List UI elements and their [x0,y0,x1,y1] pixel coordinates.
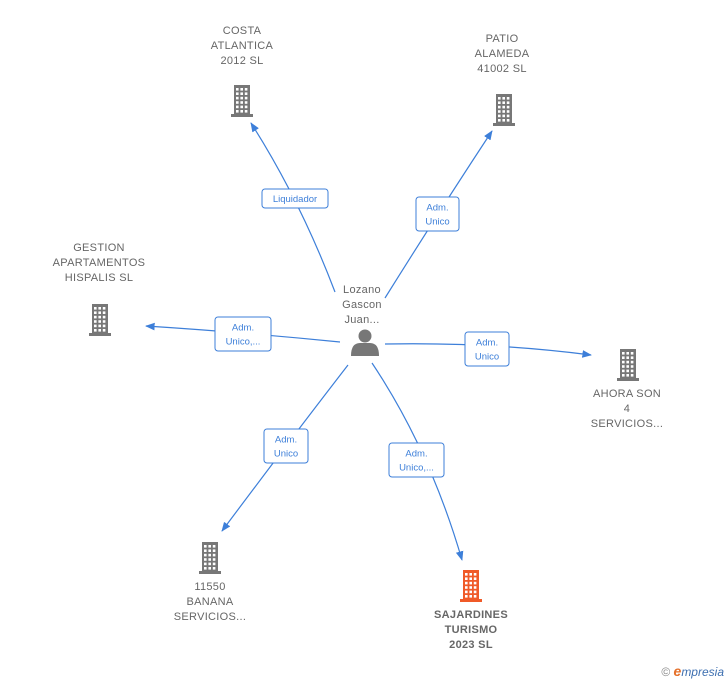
company-node-gestion[interactable]: GESTION APARTAMENTOS HISPALIS SL [53,242,146,336]
node-label-line: BANANA [186,596,233,608]
node-label-line: 2012 SL [220,55,263,67]
node-label-line: TURISMO [445,624,498,636]
company-node-ahora[interactable]: AHORA SON 4SERVICIOS... [591,349,663,430]
node-label-line: APARTAMENTOS [53,257,146,269]
node-label: PATIO ALAMEDA 41002 SL [475,33,530,75]
edge-label-box-patio[interactable] [415,196,460,232]
node-label-line: Lozano [343,284,381,296]
edge-label-text: Unico [274,449,298,460]
company-node-sajardines[interactable]: SAJARDINES TURISMO 2023 SL [434,570,508,651]
building-icon[interactable] [493,94,515,126]
node-label-line: GESTION [73,242,125,254]
edge-label-text: Adm. [232,323,254,334]
edge-label-text: Adm. [275,435,297,446]
node-label: COSTA ATLANTICA 2012 SL [211,25,274,67]
building-icon[interactable] [199,542,221,574]
copyright-symbol: © [661,665,671,679]
edge-label-text: Adm. [426,203,448,214]
edge-label-text: Unico [425,217,449,228]
node-label-line: 2023 SL [449,639,493,651]
edge-costa: Liquidador [250,122,336,293]
building-icon[interactable] [617,349,639,381]
person-node[interactable]: LozanoGasconJuan... [342,284,382,356]
node-label: GESTION APARTAMENTOS HISPALIS SL [53,242,146,284]
node-label-line: PATIO [486,33,519,45]
edge-patio: Adm. Unico [384,130,493,299]
nodes-layer: COSTA ATLANTICA 2012 SL PATIO ALAMEDA 41002 S… [53,25,663,651]
person-icon[interactable] [351,329,379,357]
node-label-line: AHORA SON [593,388,661,400]
node-label-line: HISPALIS SL [65,272,134,284]
node-label: SAJARDINES TURISMO 2023 SL [434,609,508,651]
node-label-line: Gascon [342,299,382,311]
node-label-line: SERVICIOS... [174,611,246,623]
node-label-line: Juan... [344,314,379,326]
building-icon[interactable] [460,570,482,602]
edge-label-box-costa[interactable] [261,188,329,209]
edge-label-text: Unico [475,352,499,363]
node-label-line: SAJARDINES [434,609,508,621]
node-label-line: 11550 [194,581,225,593]
edge-label-text: Unico,... [399,463,434,474]
edge-label-box-gestion[interactable] [214,316,272,352]
edges-layer: LiquidadorAdm.UnicoAdm.Unico,...Adm.Unic… [145,122,592,561]
edge-ahora: Adm. Unico [384,331,592,367]
edge-label-box-sajardines[interactable] [388,442,445,478]
node-label-line: ALAMEDA [475,48,530,60]
edge-sajardines: Adm. Unico,... [371,362,464,561]
node-label-line: 4 [624,403,630,415]
company-node-costa[interactable]: COSTA ATLANTICA 2012 SL [211,25,274,117]
edge-label-text: Adm. [476,338,498,349]
brand-logo-initial: e [673,663,682,679]
edge-label-text: Unico,... [226,337,261,348]
edge-label-box-ahora[interactable] [464,331,510,367]
node-label-line: ATLANTICA [211,40,274,52]
brand-watermark: © empresia [661,663,724,679]
edge-gestion: Adm. Unico,... [145,316,341,352]
node-label: AHORA SON 4SERVICIOS... [591,388,663,430]
edge-label-text: Liquidador [273,194,317,205]
edge-label-box-banana[interactable] [263,428,309,464]
node-label-line: SERVICIOS... [591,418,663,430]
node-label-line: COSTA [223,25,262,37]
building-icon[interactable] [89,304,111,336]
edge-banana: Adm. Unico [221,364,349,532]
brand-logo-text: mpresia [681,665,724,679]
node-label: LozanoGasconJuan... [342,284,382,326]
node-label-line: 41002 SL [477,63,527,75]
edge-label-text: Adm. [405,449,427,460]
company-node-patio[interactable]: PATIO ALAMEDA 41002 SL [475,33,530,126]
building-icon[interactable] [231,85,253,117]
